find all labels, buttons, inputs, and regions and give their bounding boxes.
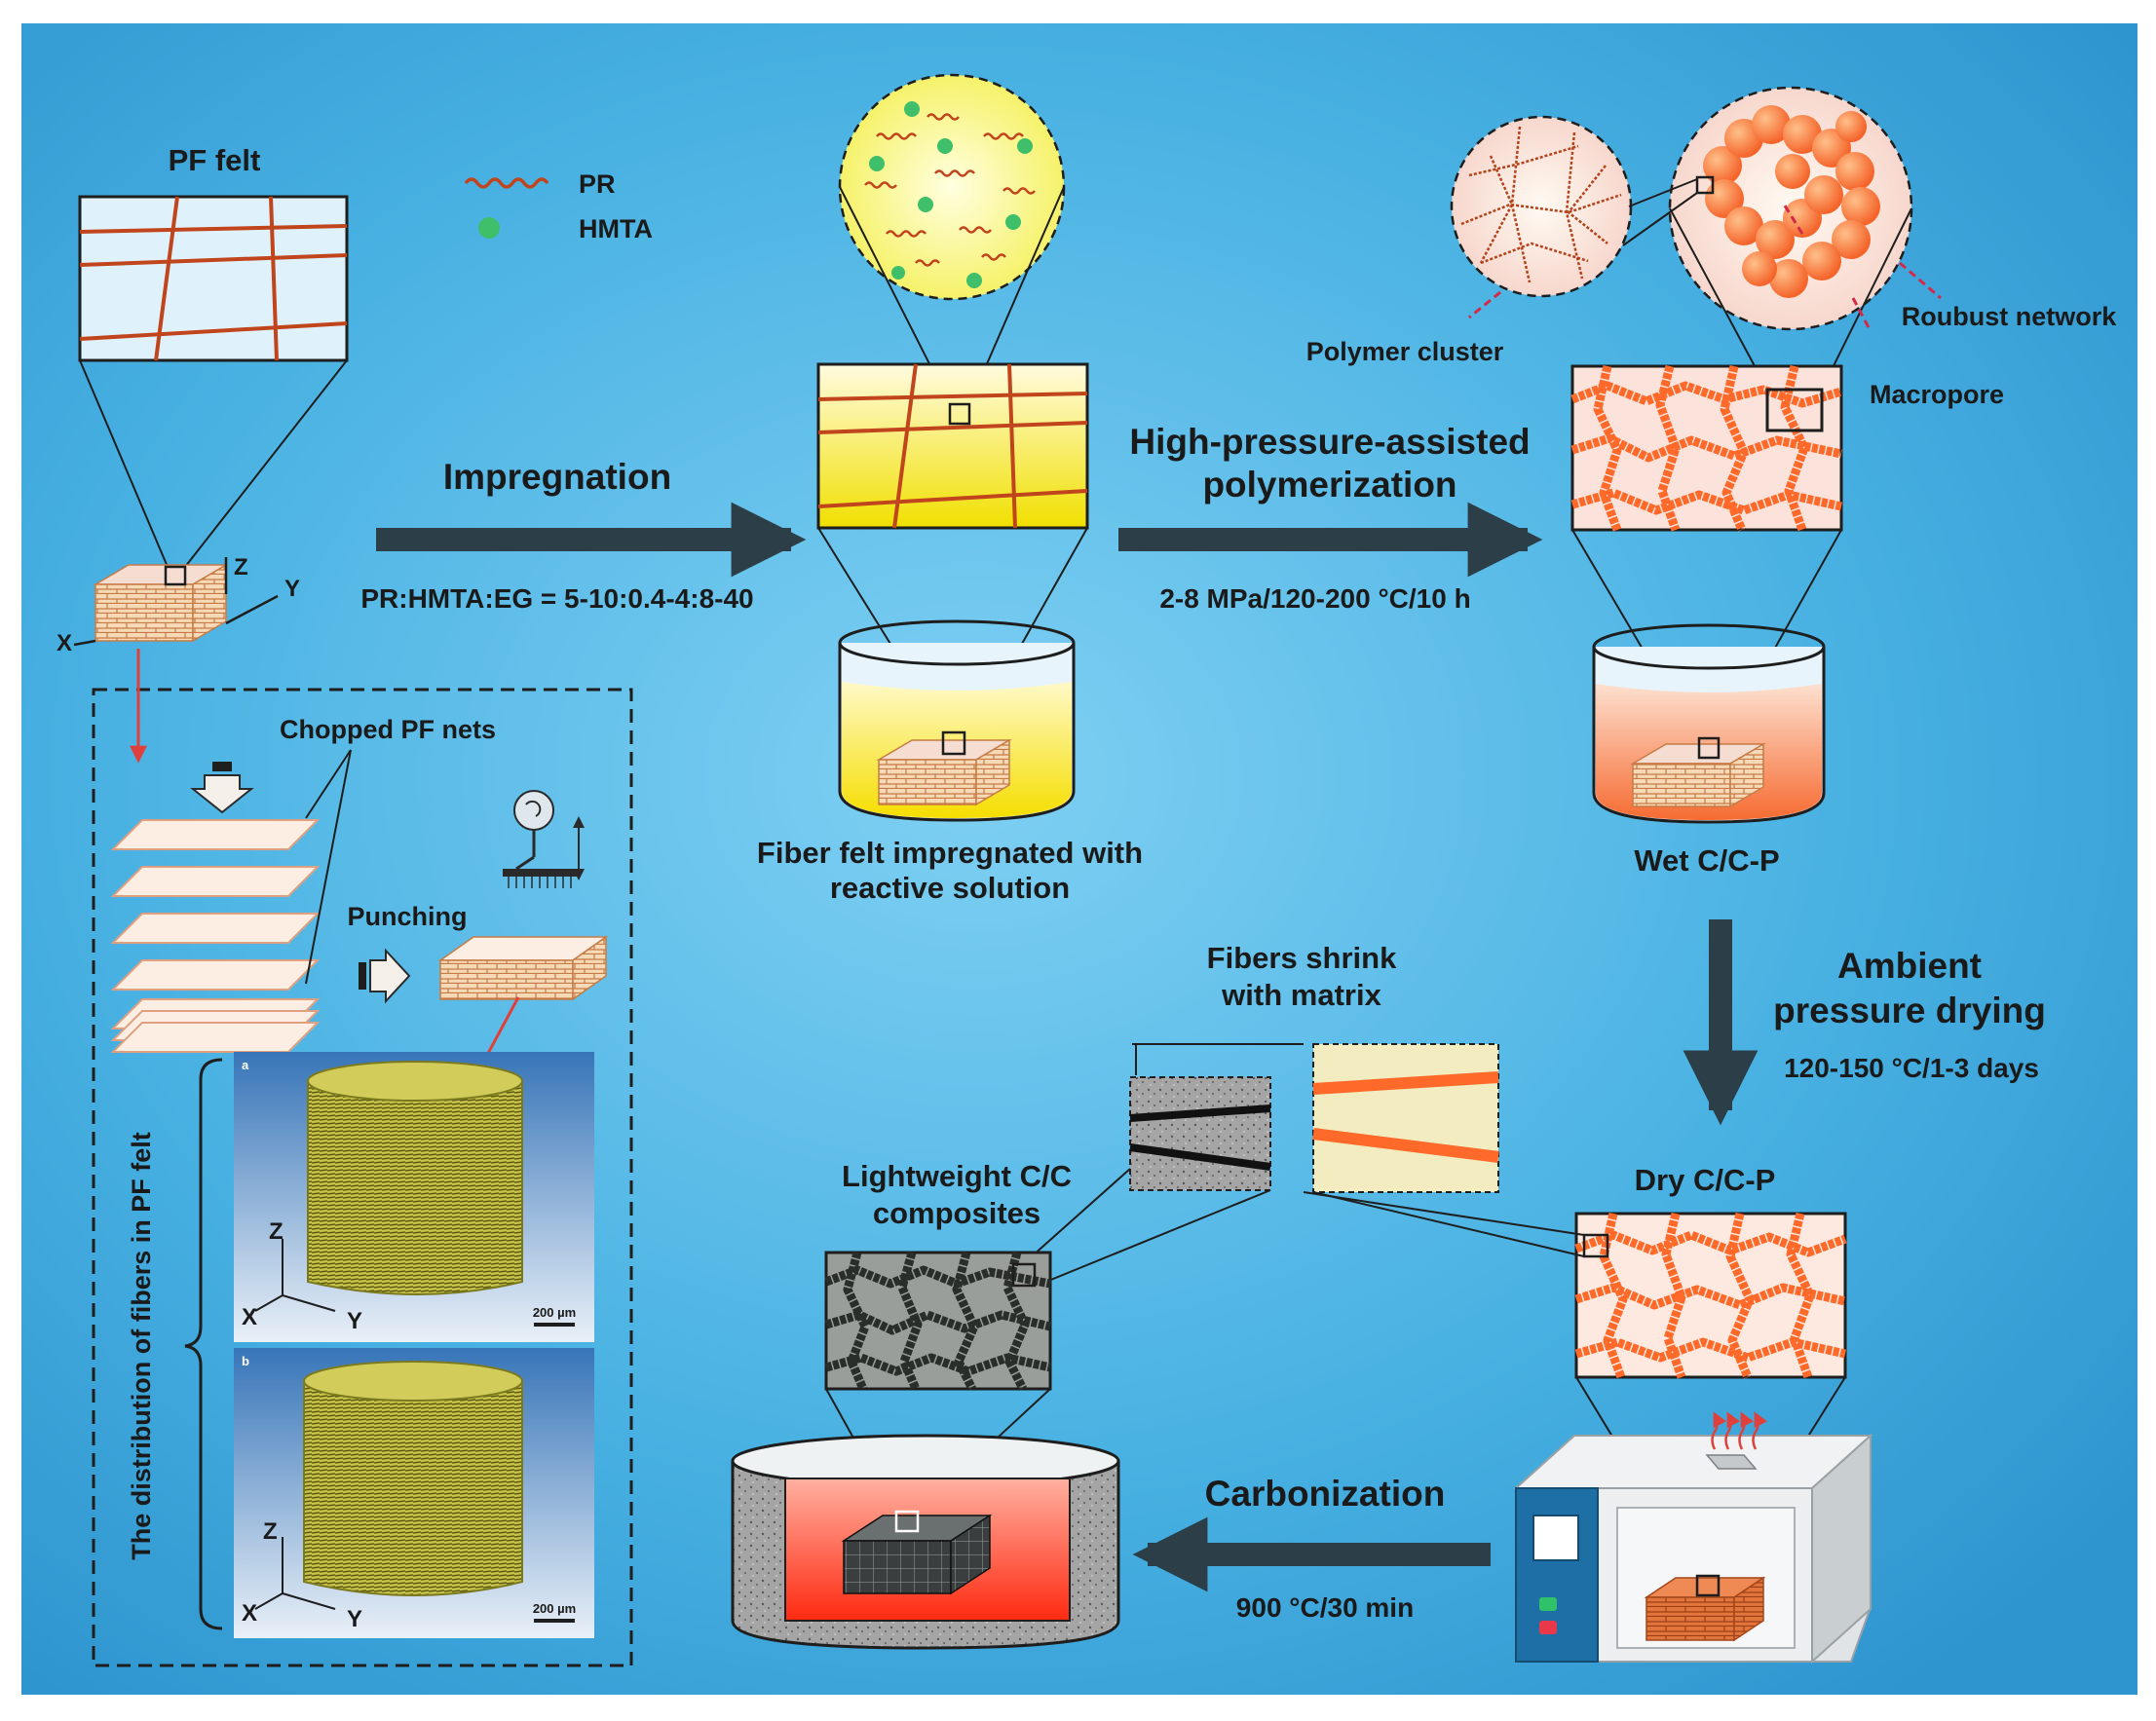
microct-b-axis-x: X — [242, 1600, 257, 1627]
drying-oven — [1513, 1411, 1873, 1665]
wet-ccp-caption: Wet C/C-P — [1634, 843, 1779, 878]
microct-brace — [184, 1058, 223, 1630]
preparation-inset — [92, 688, 633, 1667]
original-fiber-view — [1312, 1043, 1499, 1193]
pf-felt-axis-z: Z — [234, 554, 248, 580]
legend-pr-label: PR — [579, 169, 616, 199]
lightweight-caption-line1: Lightweight C/C — [842, 1159, 1072, 1193]
carbonization-label: Carbonization — [1205, 1474, 1446, 1514]
microct-a-axis-x: X — [242, 1304, 257, 1330]
pf-felt-axis-y: Y — [284, 576, 300, 602]
impregnation-condition: PR:HMTA:EG = 5-10:0.4-4:8-40 — [360, 583, 753, 614]
wet-ccp-beaker — [1592, 623, 1826, 824]
microct-b-axis-y: Y — [347, 1606, 362, 1632]
x-axis-line — [73, 639, 96, 647]
fibers-shrink-label-line2: with matrix — [1221, 978, 1381, 1012]
impregnation-label: Impregnation — [443, 457, 671, 497]
legend-pr-swatch — [464, 177, 549, 189]
legend: PR HMTA — [464, 169, 653, 243]
microct-image-a — [234, 1052, 594, 1342]
microct-a-axis-z: Z — [269, 1218, 284, 1245]
oven-control-panel — [1515, 1487, 1599, 1663]
press-down-icon — [190, 762, 254, 814]
stacked-pf-nets — [110, 819, 321, 1053]
punched-felt-block — [437, 935, 609, 1001]
impregnated-felt-caption-line1: Fiber felt impregnated with — [757, 836, 1143, 870]
fiber-distribution-label: The distribution of fibers in PF felt — [127, 1132, 156, 1560]
impregnated-felt-magnified-view — [816, 362, 1089, 530]
impregnated-felt-caption-line2: reactive solution — [830, 871, 1070, 905]
dry-ccp-caption: Dry C/C-P — [1635, 1163, 1776, 1197]
legend-hmta-label: HMTA — [579, 214, 653, 243]
fibers-shrink-label-line1: Fibers shrink — [1207, 941, 1397, 975]
microct-image-b — [234, 1348, 594, 1638]
polymer-cluster-zoom-circle — [1450, 115, 1633, 298]
microct-b-axis-z: Z — [263, 1518, 278, 1545]
shrunk-fiber-view — [1129, 1076, 1271, 1191]
microct-a-scale-bar: 200 µm — [533, 1305, 576, 1320]
carbonization-furnace — [731, 1434, 1120, 1650]
microct-a-tag: a — [242, 1058, 249, 1072]
pf-felt-axis-x: X — [57, 630, 72, 656]
lightweight-caption-line2: composites — [873, 1196, 1040, 1230]
carbonization-condition: 900 °C/30 min — [1236, 1592, 1414, 1623]
pf-felt-block — [73, 557, 279, 647]
drying-label-line2: pressure drying — [1773, 991, 2046, 1030]
microct-b-tag: b — [242, 1354, 249, 1368]
microct-b-scale-bar: 200 µm — [533, 1601, 576, 1616]
drying-label-line1: Ambient — [1837, 946, 1982, 986]
punching-arrow-icon — [359, 948, 411, 1004]
wet-ccp-magnified-view — [1570, 364, 1843, 532]
y-axis-line — [225, 594, 279, 625]
robust-network-zoom-circle — [1668, 86, 1913, 331]
impregnation-beaker — [838, 619, 1076, 822]
polymerization-label-line1: High-pressure-assisted — [1129, 422, 1530, 462]
pf-felt-title: PF felt — [169, 143, 261, 177]
microct-a-axis-y: Y — [347, 1308, 362, 1334]
chopped-pf-nets-label: Chopped PF nets — [280, 715, 496, 744]
punching-label: Punching — [348, 902, 468, 931]
needle-punch-machine-icon — [503, 790, 585, 888]
robust-network-label: Roubust network — [1902, 302, 2117, 331]
drying-condition: 120-150 °C/1-3 days — [1784, 1053, 2039, 1083]
dry-ccp-magnified-view — [1574, 1212, 1847, 1379]
polymerization-condition: 2-8 MPa/120-200 °C/10 h — [1159, 583, 1470, 614]
polymer-cluster-label: Polymer cluster — [1306, 337, 1504, 366]
pf-felt-magnified-view — [78, 195, 349, 362]
carbon-composite-magnified-view — [824, 1251, 1052, 1392]
legend-hmta-swatch — [478, 217, 500, 239]
polymerization-label-line2: polymerization — [1202, 465, 1456, 505]
macropore-label: Macropore — [1870, 380, 2004, 409]
